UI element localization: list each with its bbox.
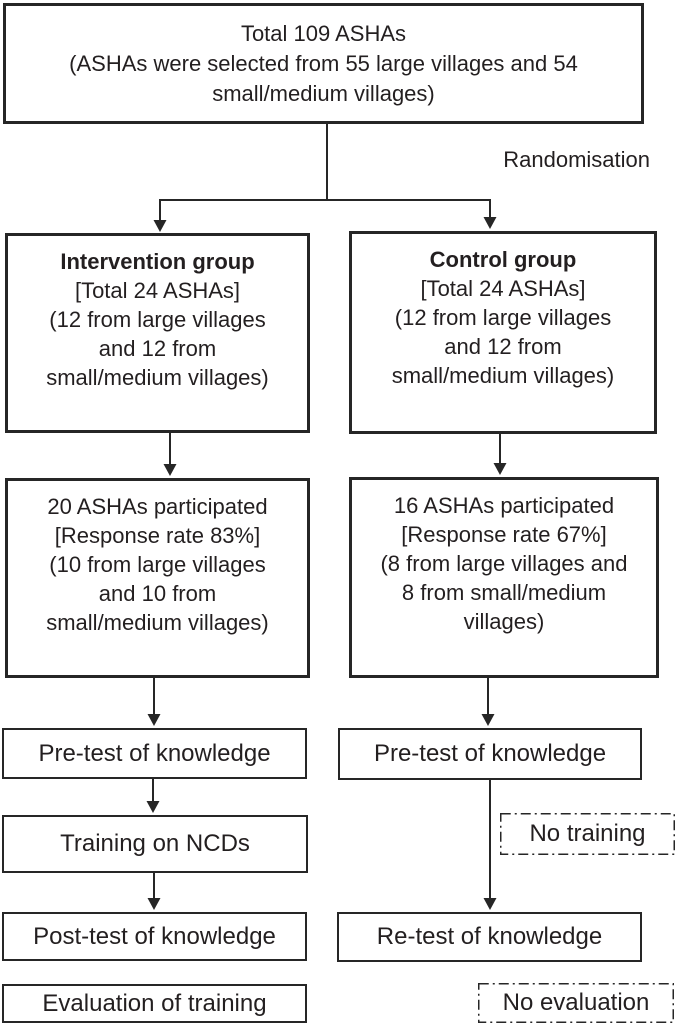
intervention-participation-line: [Response rate 83%] xyxy=(54,523,261,548)
total-ashas-box: Total 109 ASHAs (ASHAs were selected fro… xyxy=(3,3,644,124)
intervention-participation-box: 20 ASHAs participated [Response rate 83%… xyxy=(5,478,310,678)
intervention-group-line: and 12 from xyxy=(98,336,217,361)
intervention-participation-line: and 10 from xyxy=(98,581,217,606)
pretest-box-intervention: Pre-test of knowledge xyxy=(2,728,307,779)
intervention-group-heading: Intervention group xyxy=(60,249,255,274)
intervention-participation-line: small/medium villages) xyxy=(46,610,269,635)
evaluation-box: Evaluation of training xyxy=(2,984,307,1023)
arrowhead xyxy=(147,714,161,726)
control-group-line: small/medium villages) xyxy=(391,363,615,388)
no-evaluation-border xyxy=(478,983,674,1023)
posttest-box: Post-test of knowledge xyxy=(2,912,307,961)
intervention-group-line: [Total 24 ASHAs] xyxy=(74,278,241,303)
total-ashas-line: (ASHAs were selected from 55 large villa… xyxy=(69,50,578,76)
arrowhead xyxy=(481,714,495,726)
intervention-group-box: Intervention group [Total 24 ASHAs] (12 … xyxy=(5,233,310,433)
control-group-line: and 12 from xyxy=(444,334,562,359)
training-box: Training on NCDs xyxy=(2,815,308,873)
no-training-border xyxy=(500,813,675,855)
control-participation-line: 16 ASHAs participated xyxy=(393,493,615,518)
control-participation-line: (8 from large villages and xyxy=(380,551,628,576)
control-group-heading: Control group xyxy=(429,247,577,272)
arrowhead xyxy=(146,801,160,813)
control-group-box: Control group [Total 24 ASHAs] (12 from … xyxy=(349,231,657,434)
intervention-group-line: (12 from large villages xyxy=(49,307,266,332)
control-group-line: [Total 24 ASHAs] xyxy=(420,276,586,301)
intervention-participation-line: (10 from large villages xyxy=(49,552,266,577)
total-ashas-line: small/medium villages) xyxy=(212,80,435,106)
arrowhead xyxy=(483,898,497,910)
arrowhead xyxy=(483,217,497,229)
total-ashas-line: Total 109 ASHAs xyxy=(240,20,407,46)
intervention-participation-line: 20 ASHAs participated xyxy=(47,494,268,519)
control-participation-line: 8 from small/medium xyxy=(401,580,607,605)
arrowhead xyxy=(493,463,507,475)
retest-box: Re-test of knowledge xyxy=(337,912,642,962)
no-training-box: No training xyxy=(529,820,646,847)
pretest-box-control: Pre-test of knowledge xyxy=(338,728,642,780)
arrowhead xyxy=(163,464,177,476)
control-participation-box: 16 ASHAs participated [Response rate 67%… xyxy=(349,477,659,678)
control-participation-line: villages) xyxy=(463,609,545,634)
control-group-line: (12 from large villages xyxy=(394,305,612,330)
randomisation-label: Randomisation xyxy=(503,147,650,172)
no-evaluation-box: No evaluation xyxy=(502,989,650,1016)
arrowhead xyxy=(153,220,167,232)
control-participation-line: [Response rate 67%] xyxy=(401,522,607,547)
arrowhead xyxy=(147,898,161,910)
intervention-group-line: small/medium villages) xyxy=(46,365,269,390)
